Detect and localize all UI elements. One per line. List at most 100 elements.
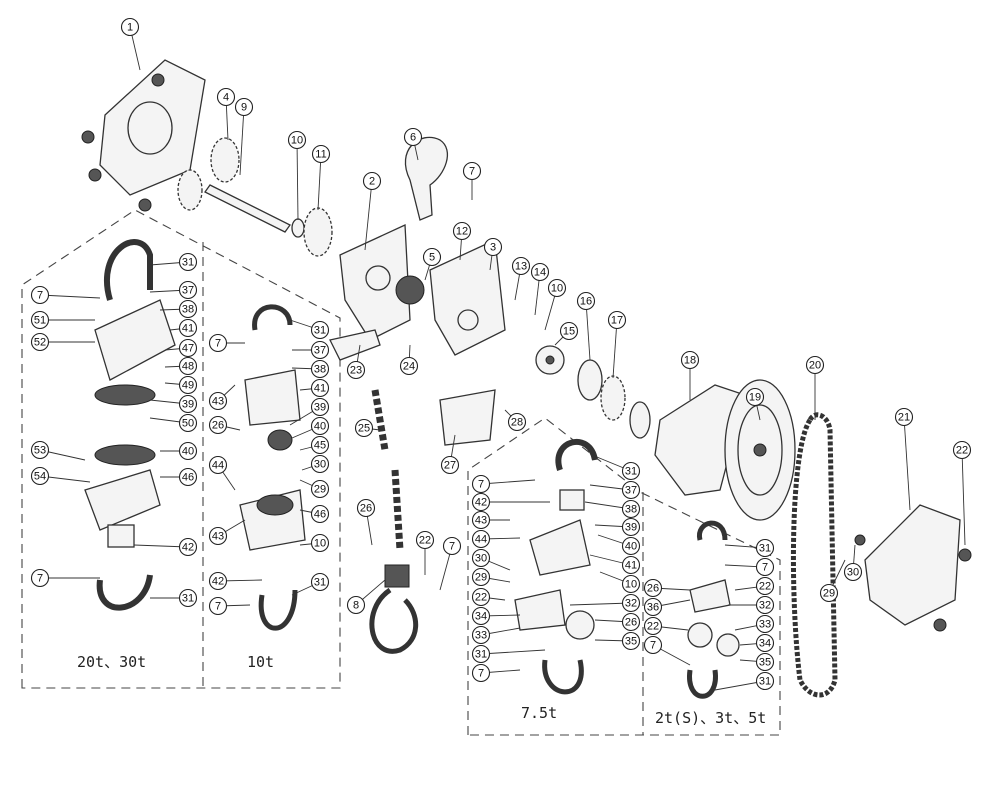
callout-circle <box>471 529 491 549</box>
callout-number: 31 <box>314 577 326 589</box>
callout-circle <box>356 498 376 518</box>
callout-circle <box>310 504 330 524</box>
main-callout-14: 14 <box>530 262 550 282</box>
callout-number: 7 <box>449 541 455 553</box>
section0-callout-37: 37 <box>178 280 198 300</box>
section3-callout-26: 26 <box>643 578 663 598</box>
section0-callout-38: 38 <box>178 299 198 319</box>
callout-number: 41 <box>314 383 326 395</box>
callout-circle <box>819 583 839 603</box>
callout-number: 21 <box>898 412 910 424</box>
section1-callout-43: 43 <box>208 526 228 546</box>
callout-number: 43 <box>212 531 224 543</box>
callout-circle <box>442 536 462 556</box>
callout-number: 2 <box>369 176 375 188</box>
callout-number: 37 <box>314 345 326 357</box>
callout-circle <box>346 360 366 380</box>
callout-number: 7 <box>37 573 43 585</box>
callout-circle <box>120 17 140 37</box>
main-callout-10: 10 <box>287 130 307 150</box>
callout-number: 34 <box>475 611 487 623</box>
section2-callout-43: 43 <box>471 510 491 530</box>
section3-callout-36: 36 <box>643 597 663 617</box>
section3-callout-33: 33 <box>755 614 775 634</box>
section-label-7-5t: 7.5t <box>521 704 557 722</box>
callout-number: 33 <box>475 630 487 642</box>
callout-circle <box>30 466 50 486</box>
callout-circle <box>178 394 198 414</box>
callout-number: 16 <box>580 296 592 308</box>
callout-number: 40 <box>625 541 637 553</box>
callout-number: 10 <box>625 579 637 591</box>
callout-number: 37 <box>182 285 194 297</box>
callout-circle <box>559 321 579 341</box>
callout-circle <box>208 415 228 435</box>
callout-number: 51 <box>34 315 46 327</box>
callout-circle <box>952 440 972 460</box>
callout-circle <box>208 391 228 411</box>
section1-callout-42: 42 <box>208 571 228 591</box>
section-boxes <box>21 209 781 736</box>
section1-callout-26: 26 <box>208 415 228 435</box>
callout-number: 29 <box>475 572 487 584</box>
callout-number: 41 <box>182 323 194 335</box>
callout-number: 22 <box>647 621 659 633</box>
section0-callout-31: 31 <box>178 588 198 608</box>
callout-circle <box>621 593 641 613</box>
callout-number: 39 <box>314 402 326 414</box>
callout-number: 26 <box>625 617 637 629</box>
callout-circle <box>471 644 491 664</box>
callout-number: 7 <box>469 166 475 178</box>
callout-number: 18 <box>684 355 696 367</box>
section1-callout-31: 31 <box>310 320 330 340</box>
callout-number: 30 <box>847 567 859 579</box>
main-callout-1: 1 <box>120 17 140 37</box>
callout-number: 8 <box>353 600 359 612</box>
main-callout-22: 22 <box>415 530 435 550</box>
callout-number: 10 <box>551 283 563 295</box>
section2-callout-38: 38 <box>621 499 641 519</box>
callout-circle <box>576 291 596 311</box>
callout-number: 43 <box>475 515 487 527</box>
callout-number: 52 <box>34 337 46 349</box>
callout-number: 20 <box>809 360 821 372</box>
callout-circle <box>471 567 491 587</box>
callout-circle <box>621 631 641 651</box>
callout-circle <box>178 413 198 433</box>
callout-circle <box>208 333 228 353</box>
section2-callout-29: 29 <box>471 567 491 587</box>
main-callout-7: 7 <box>442 536 462 556</box>
parts <box>81 59 972 699</box>
callout-number: 17 <box>611 315 623 327</box>
section1-callout-38: 38 <box>310 359 330 379</box>
main-callout-18: 18 <box>680 350 700 370</box>
callout-number: 14 <box>534 267 546 279</box>
section2-callout-44: 44 <box>471 529 491 549</box>
section3-callout-31: 31 <box>755 538 775 558</box>
section1-callout-44: 44 <box>208 455 228 475</box>
section-hooks-part <box>84 239 740 699</box>
leader-line <box>612 319 618 379</box>
callout-circle <box>755 538 775 558</box>
callout-circle <box>805 355 825 375</box>
main-callout-9: 9 <box>234 97 254 117</box>
section1-callout-46: 46 <box>310 504 330 524</box>
callout-number: 25 <box>358 423 370 435</box>
callout-circle <box>216 87 236 107</box>
callout-number: 47 <box>182 343 194 355</box>
callout-circle <box>643 616 663 636</box>
callout-circle <box>680 350 700 370</box>
callout-circle <box>621 612 641 632</box>
callout-circle <box>310 572 330 592</box>
section0-callout-31: 31 <box>178 252 198 272</box>
callout-number: 40 <box>314 421 326 433</box>
section1-callout-29: 29 <box>310 479 330 499</box>
callout-circle <box>178 588 198 608</box>
hand-wheel-cover-part <box>654 379 796 521</box>
callout-circle <box>607 310 627 330</box>
main-callout-23: 23 <box>346 360 366 380</box>
callout-circle <box>415 530 435 550</box>
main-callout-19: 19 <box>745 387 765 407</box>
